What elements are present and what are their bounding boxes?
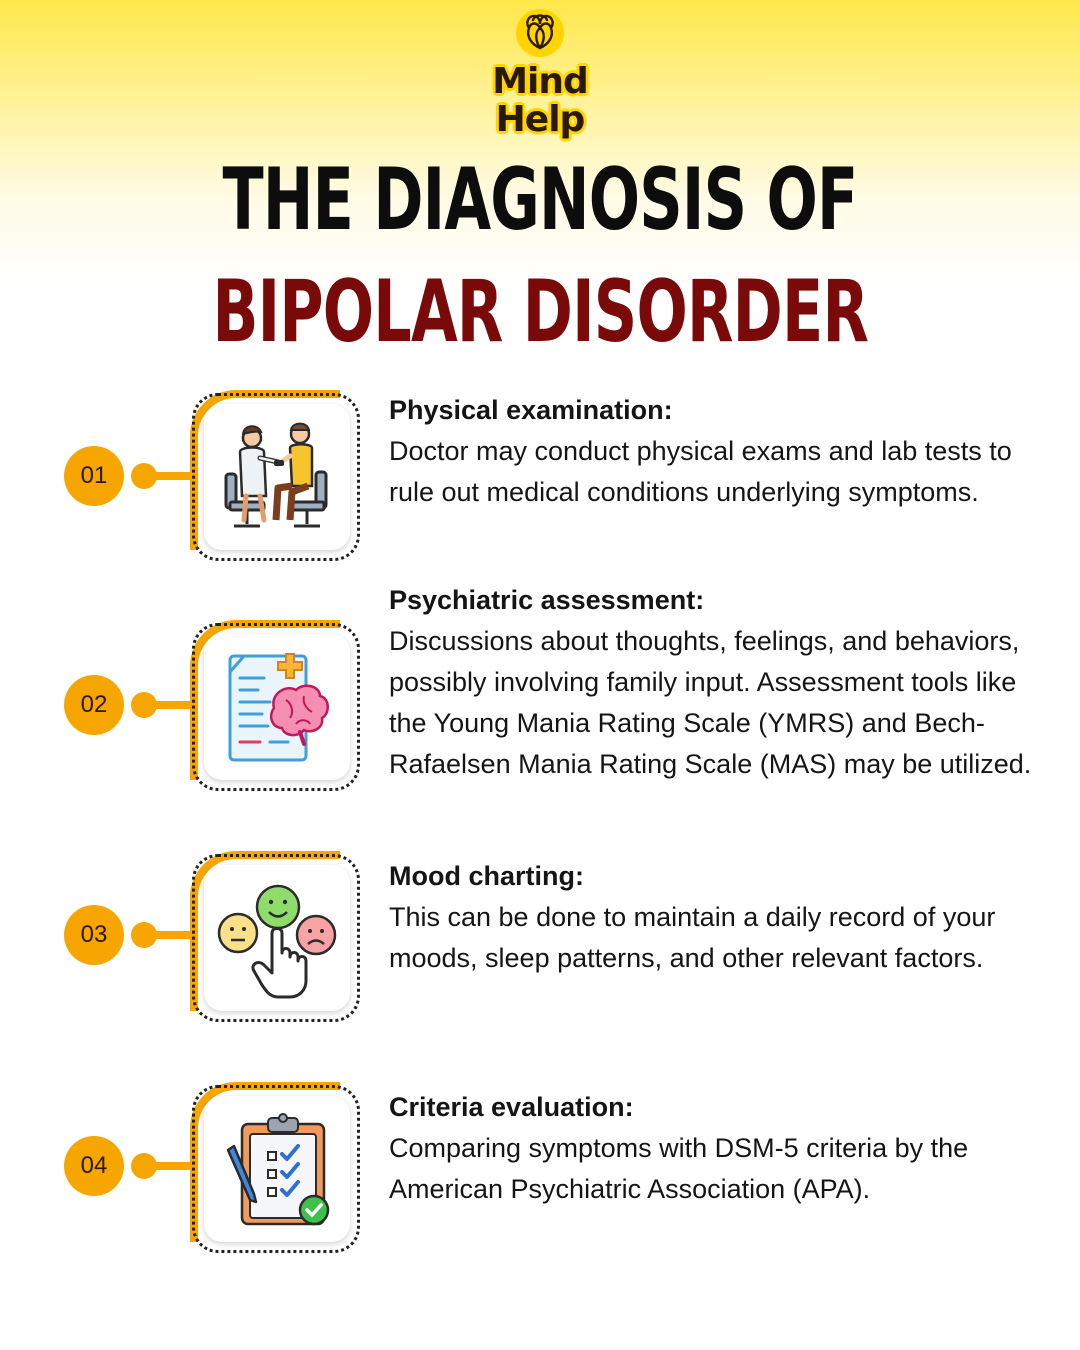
connector-line xyxy=(150,472,196,480)
step-description: Comparing symptoms with DSM-5 criteria b… xyxy=(389,1133,969,1204)
page-title-line1: THE DIAGNOSIS OF xyxy=(222,150,859,250)
step-title: Psychiatric assessment: xyxy=(389,585,705,615)
icon-frame xyxy=(192,1085,360,1253)
step-title: Physical examination: xyxy=(389,395,673,425)
brain-report-icon xyxy=(228,653,329,762)
step-mood-charting: 03 Mood charting: This can be done to ma… xyxy=(0,851,1080,1041)
step-title: Mood charting: xyxy=(389,861,584,891)
mood-selection-icon xyxy=(217,884,337,999)
step-text: Criteria evaluation: Comparing symptoms … xyxy=(389,1087,1049,1210)
flower-logo-icon xyxy=(516,9,564,57)
step-title: Criteria evaluation: xyxy=(389,1092,634,1122)
step-text: Psychiatric assessment: Discussions abou… xyxy=(389,580,1049,785)
icon-frame xyxy=(192,393,360,561)
icon-card xyxy=(204,1096,350,1242)
connector-line xyxy=(150,931,196,939)
step-text: Physical examination: Doctor may conduct… xyxy=(389,390,1049,513)
step-number-badge: 02 xyxy=(64,675,124,735)
connector-line xyxy=(150,1162,196,1170)
brand-name-line1: Mind xyxy=(492,61,589,102)
connector-line xyxy=(150,701,196,709)
icon-card xyxy=(204,404,350,550)
step-text: Mood charting: This can be done to maint… xyxy=(389,856,1049,979)
icon-frame xyxy=(192,854,360,1022)
icon-card xyxy=(204,634,350,780)
icon-card xyxy=(204,865,350,1011)
step-number-badge: 01 xyxy=(64,446,124,506)
page-title-line2: BIPOLAR DISORDER xyxy=(212,262,868,362)
doctor-examination-icon xyxy=(224,422,328,528)
checklist-clipboard-icon xyxy=(226,1113,330,1226)
brand-name-line2: Help xyxy=(495,99,586,140)
step-number-badge: 03 xyxy=(64,905,124,965)
step-psychiatric-assessment: 02 Psychiatric assessment: Discussions a… xyxy=(0,585,1080,810)
icon-frame xyxy=(192,623,360,791)
step-criteria-evaluation: 04 Criteria evaluation: Comparing sympto… xyxy=(0,1082,1080,1272)
step-description: Discussions about thoughts, feelings, an… xyxy=(389,626,1032,779)
step-description: This can be done to maintain a daily rec… xyxy=(389,902,996,973)
step-description: Doctor may conduct physical exams and la… xyxy=(389,436,1012,507)
step-physical-examination: 01 xyxy=(0,390,1080,580)
brand-logo: Mind Help xyxy=(480,6,600,146)
step-number-badge: 04 xyxy=(64,1136,124,1196)
